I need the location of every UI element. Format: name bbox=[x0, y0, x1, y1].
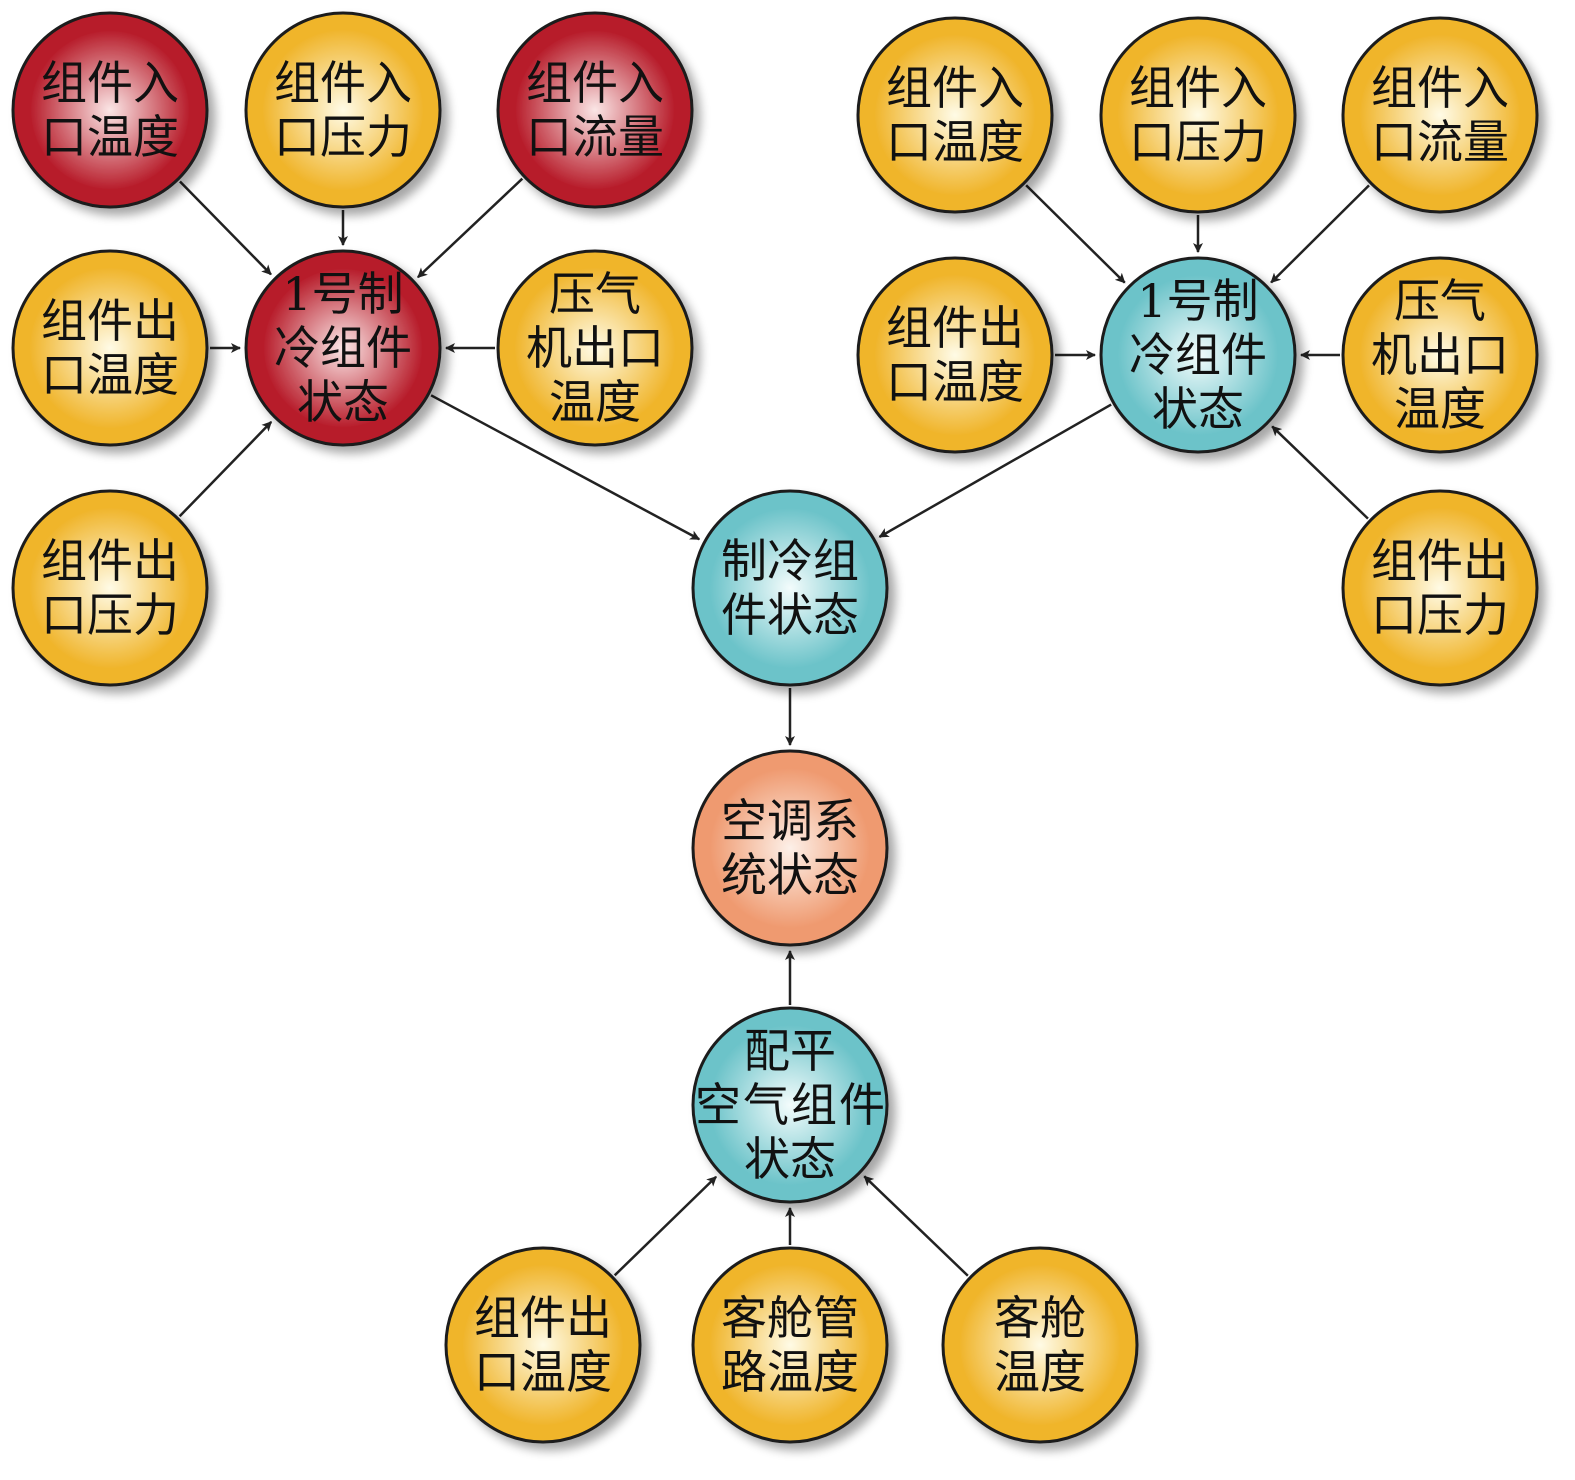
node-circle bbox=[691, 1006, 889, 1204]
edge-arrow-r_in_flow-to-r_pack bbox=[1270, 184, 1370, 284]
node-circle bbox=[1341, 489, 1539, 687]
node-label-line: 口压力 bbox=[274, 110, 412, 164]
node-label-line: 制冷组 bbox=[721, 534, 859, 588]
edge-arrow-r_in_temp-to-r_pack bbox=[1025, 184, 1126, 284]
node-label-line: 温度 bbox=[549, 375, 641, 429]
node-label-line: 组件出 bbox=[41, 534, 179, 588]
node-label-line: 组件入 bbox=[41, 56, 179, 110]
node-label-line: 组件入 bbox=[274, 56, 412, 110]
node-label-line: 配平 bbox=[744, 1024, 836, 1078]
node-label-line: 压气 bbox=[549, 267, 641, 321]
edge-arrow-r_pack-to-cooling bbox=[878, 403, 1112, 539]
edge-arrow-b_out_temp-to-trim bbox=[613, 1175, 717, 1277]
node-label-line: 冷组件 bbox=[274, 321, 412, 375]
node-circle bbox=[11, 11, 209, 209]
node-label-line: 客舱管 bbox=[721, 1291, 859, 1345]
node-label-line: 件状态 bbox=[721, 588, 859, 642]
node-label-line: 口温度 bbox=[886, 115, 1024, 169]
node-label-line: 1号制 bbox=[1137, 274, 1258, 328]
node-label-line: 路温度 bbox=[721, 1345, 859, 1399]
node-label-line: 统状态 bbox=[721, 848, 859, 902]
node-circle bbox=[691, 489, 889, 687]
edge-arrow-l_out_press-to-l_pack bbox=[178, 421, 273, 518]
node-circle bbox=[244, 11, 442, 209]
node-circle bbox=[1341, 256, 1539, 454]
node-label-line: 组件入 bbox=[886, 61, 1024, 115]
node-label-line: 组件入 bbox=[1371, 61, 1509, 115]
node-circle bbox=[1341, 16, 1539, 214]
node-circle bbox=[444, 1246, 642, 1444]
node-label-line: 口压力 bbox=[1371, 588, 1509, 642]
node-label-line: 口压力 bbox=[41, 588, 179, 642]
node-label-line: 组件出 bbox=[474, 1291, 612, 1345]
node-label-line: 口温度 bbox=[41, 348, 179, 402]
node-label-line: 温度 bbox=[994, 1345, 1086, 1399]
node-label-line: 组件入 bbox=[1129, 61, 1267, 115]
node-label-line: 口温度 bbox=[886, 355, 1024, 409]
node-label-line: 冷组件 bbox=[1129, 328, 1267, 382]
edges-layer bbox=[178, 177, 1370, 1277]
node-circle bbox=[496, 11, 694, 209]
node-label-line: 状态 bbox=[744, 1132, 836, 1186]
node-circle bbox=[691, 1246, 889, 1444]
node-circle bbox=[691, 749, 889, 947]
node-label-line: 口温度 bbox=[474, 1345, 612, 1399]
node-label-line: 组件出 bbox=[886, 301, 1024, 355]
node-label-line: 组件入 bbox=[526, 56, 664, 110]
node-label-line: 压气 bbox=[1394, 274, 1486, 328]
node-label-line: 组件出 bbox=[1371, 534, 1509, 588]
node-circle bbox=[856, 16, 1054, 214]
node-circle bbox=[11, 489, 209, 687]
edge-arrow-r_out_press-to-r_pack bbox=[1271, 425, 1369, 520]
node-label-line: 状态 bbox=[1152, 382, 1244, 436]
node-circle bbox=[1099, 16, 1297, 214]
node-circle bbox=[856, 256, 1054, 454]
edge-arrow-l_pack-to-cooling bbox=[430, 394, 701, 541]
node-label-line: 机出口 bbox=[1371, 328, 1509, 382]
node-label-line: 空调系 bbox=[721, 794, 859, 848]
node-circle bbox=[1099, 256, 1297, 454]
node-label-line: 口流量 bbox=[1371, 115, 1509, 169]
node-label-line: 口压力 bbox=[1129, 115, 1267, 169]
node-label-line: 1号制 bbox=[282, 267, 403, 321]
node-circle bbox=[244, 249, 442, 447]
node-circle bbox=[941, 1246, 1139, 1444]
edge-arrow-b_cabin-to-trim bbox=[863, 1175, 969, 1277]
node-circle bbox=[11, 249, 209, 447]
node-label-line: 状态 bbox=[297, 375, 389, 429]
node-label-line: 口温度 bbox=[41, 110, 179, 164]
nodes-layer: 组件入口温度组件入口压力组件入口流量组件出口温度1号制冷组件状态压气机出口温度组… bbox=[11, 11, 1539, 1444]
node-label-line: 温度 bbox=[1394, 382, 1486, 436]
node-label-line: 机出口 bbox=[526, 321, 664, 375]
node-label-line: 客舱 bbox=[994, 1291, 1086, 1345]
node-label-line: 口流量 bbox=[526, 110, 664, 164]
edge-arrow-l_in_temp-to-l_pack bbox=[179, 180, 272, 276]
edge-arrow-l_in_flow-to-l_pack bbox=[417, 177, 524, 279]
node-circle bbox=[496, 249, 694, 447]
node-label-line: 组件出 bbox=[41, 294, 179, 348]
